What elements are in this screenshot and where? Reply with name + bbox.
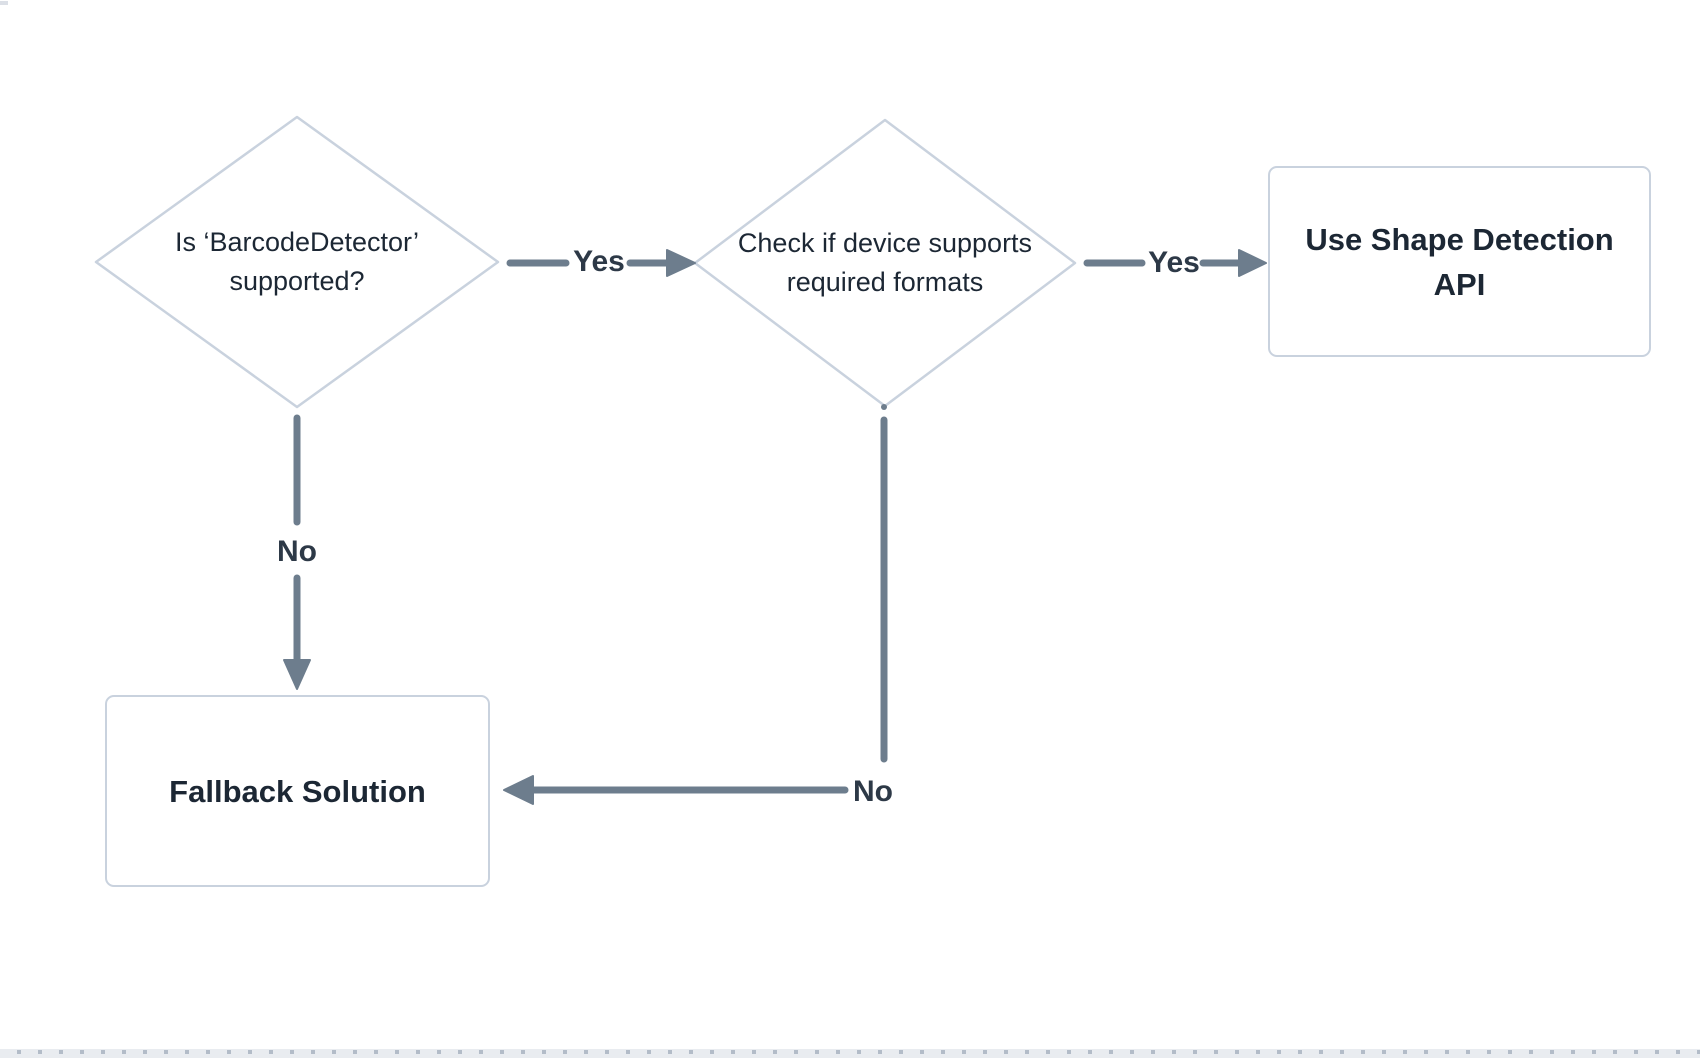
edge-label-no1: No — [277, 535, 317, 568]
shape-detection-line2: API — [1433, 266, 1486, 302]
edge-no1-arrowhead-icon — [283, 659, 311, 690]
decision-node-barcode-label: Is ‘BarcodeDetector’ supported? — [107, 223, 487, 301]
decision-node-formats-label: Check if device supports required format… — [695, 224, 1075, 302]
decision-diamond-barcode — [94, 115, 500, 409]
process-node-shape-detection: Use Shape Detection API — [1268, 166, 1651, 357]
decision-formats-line1: Check if device supports — [737, 228, 1033, 258]
shape-detection-line1: Use Shape Detection — [1305, 221, 1614, 257]
footer-cutoff-strip — [0, 1049, 1700, 1058]
edge-label-no2: No — [853, 775, 893, 808]
edge-label-yes2: Yes — [1148, 246, 1200, 279]
process-node-fallback: Fallback Solution — [105, 695, 490, 887]
decision-barcode-line2: supported? — [229, 266, 365, 296]
fallback-label: Fallback Solution — [169, 773, 426, 809]
edge-no2-arrowhead-icon — [503, 775, 534, 805]
edge-label-yes1: Yes — [573, 245, 625, 278]
corner-artifact — [0, 1, 8, 5]
edge-yes1-arrowhead-icon — [666, 249, 696, 277]
edge-yes2-arrowhead-icon — [1238, 249, 1267, 277]
decision-formats-line2: required formats — [786, 267, 984, 297]
edge-no2-origin-dot — [881, 404, 887, 410]
decision-barcode-line1: Is ‘BarcodeDetector’ — [174, 227, 420, 257]
